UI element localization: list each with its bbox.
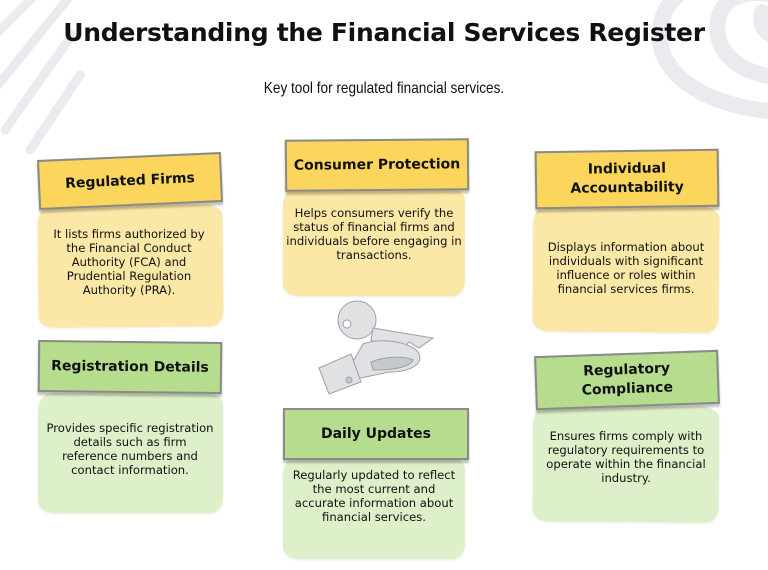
- card-title: Consumer Protection: [293, 155, 461, 174]
- card-header: Regulatory Compliance: [534, 349, 720, 411]
- card-header: Daily Updates: [283, 408, 469, 460]
- hand-holding-key-icon: [318, 300, 435, 395]
- card-title: Individual Accountability: [570, 160, 684, 197]
- card-description: Helps consumers verify the status of fin…: [286, 206, 462, 262]
- card-title: Regulatory Compliance: [581, 360, 674, 399]
- page-subtitle: Key tool for regulated financial service…: [263, 80, 505, 97]
- card-header: Regulated Firms: [36, 152, 224, 210]
- card-body: [38, 393, 223, 513]
- card-title: Regulated Firms: [64, 169, 196, 192]
- card-description: Ensures firms comply with regulatory req…: [546, 429, 706, 485]
- card-description: Provides specific registration details s…: [46, 421, 214, 477]
- card-header: Consumer Protection: [284, 138, 470, 192]
- card-header: Registration Details: [37, 340, 223, 394]
- card-header: Individual Accountability: [534, 148, 720, 210]
- card-description: Regularly updated to reflect the most cu…: [292, 468, 456, 524]
- page-title: Understanding the Financial Services Reg…: [63, 18, 705, 47]
- card-body: [283, 188, 465, 296]
- card-body: [283, 457, 465, 559]
- card-title: Daily Updates: [320, 425, 432, 442]
- card-description: It lists firms authorized by the Financi…: [53, 227, 205, 297]
- card-description: Displays information about individuals w…: [547, 240, 705, 296]
- card-title: Registration Details: [51, 357, 209, 376]
